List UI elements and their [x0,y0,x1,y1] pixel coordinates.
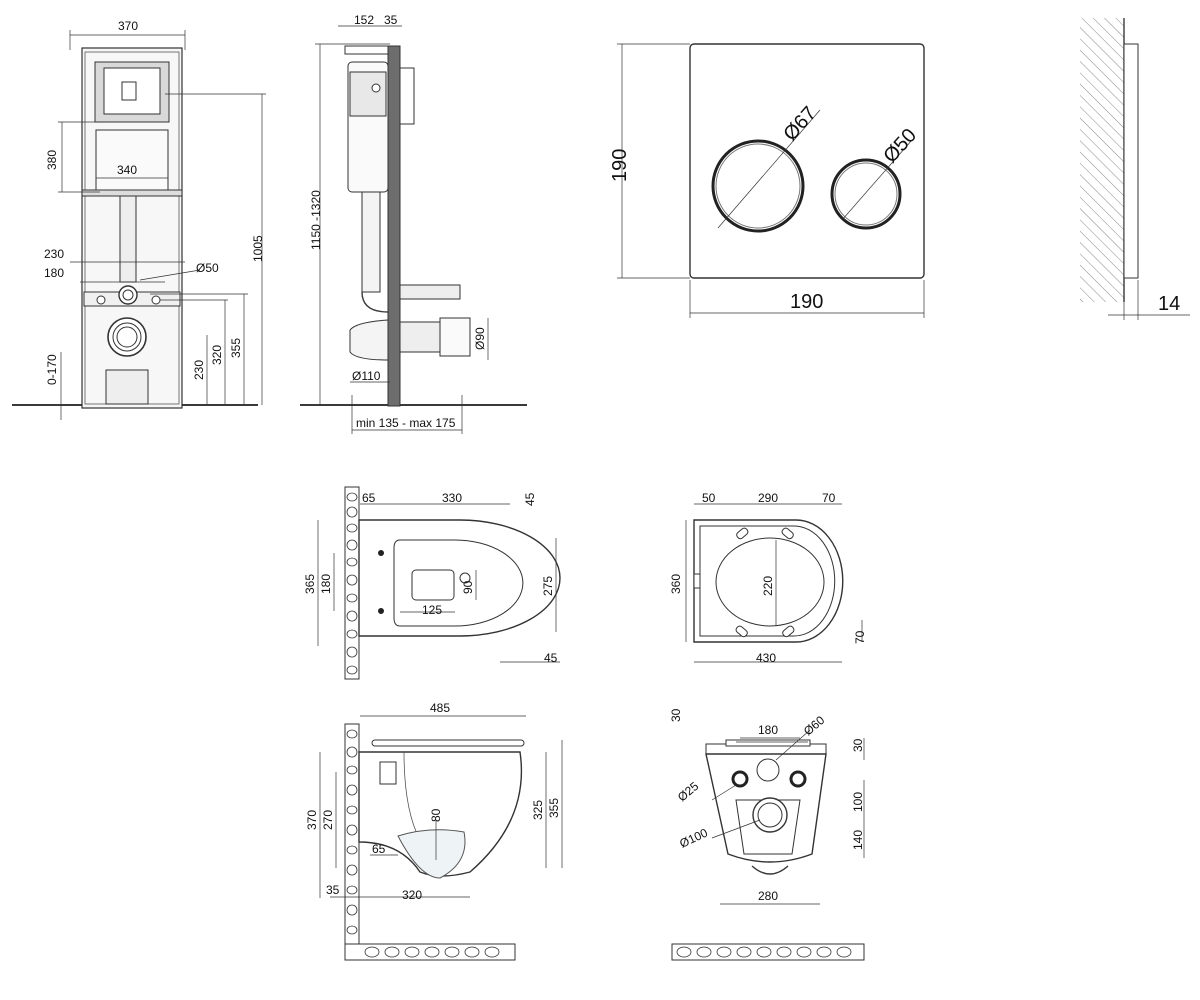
back-width-label: 280 [758,889,778,903]
wall-gap-label: 35 [384,13,398,27]
slot-width-label: 125 [422,603,442,617]
side-depth-label: 152 [354,13,374,27]
base-length-label: 320 [402,888,422,902]
seat-bottom-margin-label: 70 [853,630,867,644]
pipe-spacing-inner-label: 180 [44,266,64,280]
water-depth-label: 80 [429,808,443,822]
back-height-upper-label: 100 [851,792,865,812]
stone-texture [346,492,358,675]
side-height-label: 370 [305,810,319,830]
drain-height-label: 230 [192,360,206,380]
stone-texture-side [346,729,500,958]
back-height-lower-label: 140 [851,830,865,850]
plate-width-label: 190 [790,291,823,313]
slot-depth-label: 90 [461,580,475,594]
top-width-label: 365 [303,574,317,594]
frame-side-view: 152 35 1150 -1320 Ø110 Ø90 min 135 - max… [300,13,527,434]
seat-total-width-label: 360 [669,574,683,594]
outlet-height-label: 355 [229,338,243,358]
seat-right-margin-label: 70 [822,491,836,505]
drain-diameter-label: Ø50 [196,261,219,275]
seat-width-label: 290 [758,491,778,505]
projection-label: min 135 - max 175 [356,416,456,430]
base-label: 35 [326,883,340,897]
feet-range-label: 0-170 [45,354,59,385]
tail-label: 45 [544,651,558,665]
side-total-height-label: 355 [547,798,561,818]
plate-thickness-label: 14 [1158,293,1180,315]
bolt-hole-label: Ø25 [675,779,702,805]
back-top-gap-label: 30 [851,738,865,752]
toilet-back-view: 30 180 Ø60 30 Ø25 100 Ø100 140 280 [669,708,865,961]
bowl-height-label: 325 [531,800,545,820]
seat-left-margin-label: 50 [702,491,716,505]
side-inner-label: 270 [321,810,335,830]
stone-texture-back [676,946,852,958]
flush-plate-view: 190 190 Ø67 Ø50 [609,43,925,318]
pipe-spacing-outer-label: 230 [44,247,64,261]
top-tip-label: 45 [523,492,537,506]
toilet-top-view: 65 330 45 365 180 275 125 90 45 [303,486,561,680]
seat-top-view: 50 290 70 360 220 70 430 [669,491,867,665]
connection-height-label: 320 [210,345,224,365]
outlet-diameter-label: Ø110 [352,369,381,383]
frame-width-label: 370 [118,19,138,33]
top-offset-label: 65 [362,491,376,505]
back-top-label: 30 [669,708,683,722]
frame-front-view: 370 380 340 1005 230 180 Ø50 0-170 230 3… [12,19,266,420]
top-length-label: 330 [442,491,462,505]
inner-width-label: 275 [541,576,555,596]
height-range-label: 1150 -1320 [309,190,323,250]
plate-side-view: 14 [1080,18,1190,320]
side-length-label: 485 [430,701,450,715]
flush-width-label: 340 [117,163,137,177]
seat-length-label: 430 [756,651,776,665]
outlet-back-label: Ø100 [677,825,710,850]
back-bolt-spacing-label: 180 [758,723,778,737]
bolt-spacing-label: 180 [319,574,333,594]
flush-height-label: 380 [45,150,59,170]
gap-label: 65 [372,842,386,856]
seat-opening-label: 220 [761,576,775,596]
toilet-side-view: 485 370 270 80 325 355 65 35 320 [305,701,563,961]
plate-height-label: 190 [609,149,631,182]
pipe-diameter-label: Ø90 [473,327,487,350]
total-height-label: 1005 [251,235,265,262]
